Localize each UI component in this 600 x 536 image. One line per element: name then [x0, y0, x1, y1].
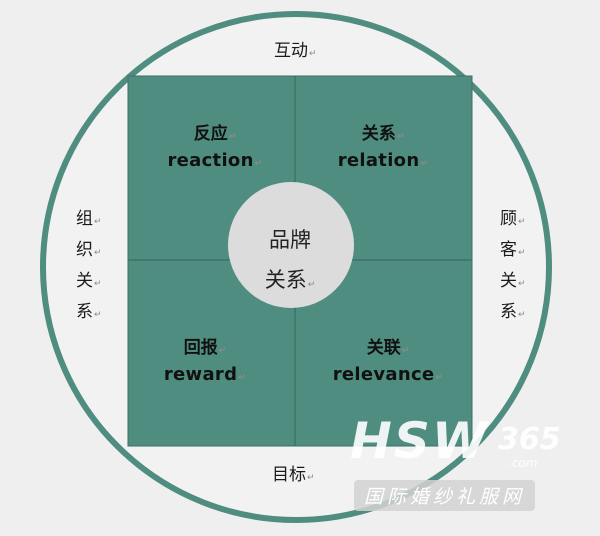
center-ellipse — [228, 182, 354, 308]
outer-right-char: 顾↵ — [500, 209, 526, 229]
watermark-subtitle: 国际婚纱礼服网 — [354, 480, 536, 511]
watermark: HSW 365 .com 国际婚纱礼服网 — [340, 412, 580, 522]
outer-left-char: 关↵ — [76, 271, 102, 291]
center-label-line2: 关系 — [264, 268, 307, 292]
quadrant-reaction: 反应↵ reaction↵ — [167, 124, 263, 171]
outer-label-right: 顾↵ 客↵ 关↵ 系↵ — [500, 205, 526, 329]
quadrant-reaction-en: reaction — [167, 150, 254, 171]
watermark-dotcom: .com — [508, 456, 538, 470]
outer-right-char: 客↵ — [500, 240, 526, 260]
quadrant-reward-en: reward — [163, 364, 238, 385]
quadrant-relation-en: relation — [337, 150, 420, 171]
quadrant-relation: 关系↵ relation↵ — [337, 124, 429, 171]
quadrant-relation-zh: 关系 — [361, 124, 396, 144]
watermark-logo: HSW — [350, 412, 490, 470]
quadrant-reaction-zh: 反应 — [193, 124, 228, 144]
outer-label-top-text: 互动 — [274, 41, 308, 61]
quadrant-relevance: 关联↵ relevance↵ — [332, 338, 444, 385]
outer-left-char: 织↵ — [76, 240, 102, 260]
outer-right-char: 关↵ — [500, 271, 526, 291]
watermark-number: 365 — [498, 422, 561, 457]
outer-label-bottom: 目标↵ — [272, 465, 315, 485]
quadrant-relevance-en: relevance — [332, 364, 435, 385]
center-label: 品牌 关系↵ — [228, 220, 352, 305]
outer-right-char: 系↵ — [500, 302, 526, 322]
quadrant-reward: 回报↵ reward↵ — [163, 338, 247, 385]
quadrant-relevance-zh: 关联 — [366, 338, 401, 358]
outer-label-top: 互动↵ — [274, 41, 317, 61]
outer-label-bottom-text: 目标 — [272, 465, 306, 485]
outer-left-char: 系↵ — [76, 302, 102, 322]
outer-label-left: 组↵ 织↵ 关↵ 系↵ — [76, 205, 102, 329]
quadrant-reward-zh: 回报 — [183, 338, 218, 358]
outer-left-char: 组↵ — [76, 209, 102, 229]
center-label-line1: 品牌 — [269, 228, 311, 252]
